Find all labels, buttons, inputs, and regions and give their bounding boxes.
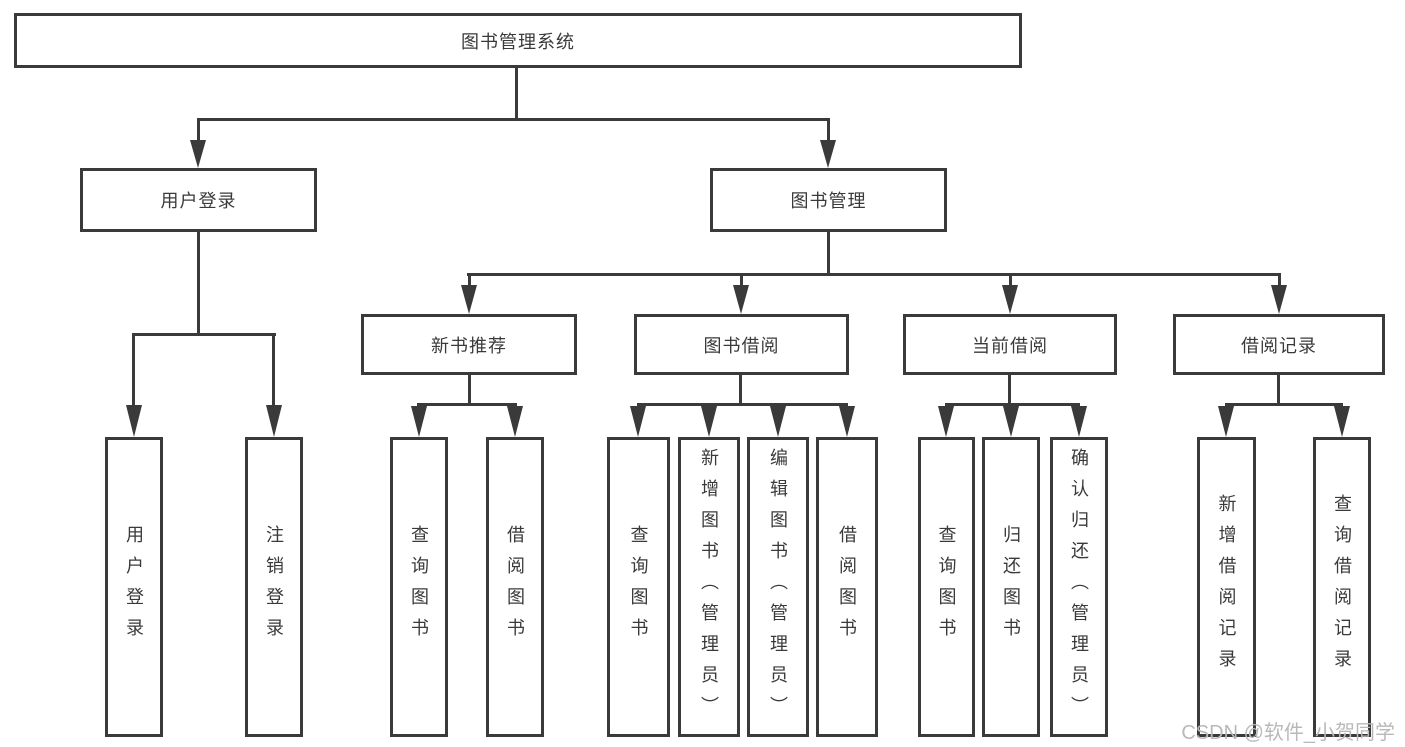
node-label: 编辑图书（管理员）: [768, 447, 788, 727]
arrowhead-down: [190, 140, 206, 168]
watermark: CSDN @软件_小贺同学: [1181, 722, 1395, 744]
node-label: 确认归还（管理员）: [1069, 447, 1089, 727]
leaf-query-books-current: 查询图书: [918, 437, 975, 737]
arrowhead-down: [1002, 285, 1018, 314]
leaf-add-borrow-record: 新增借阅记录: [1197, 437, 1256, 737]
leaf-confirm-return-admin: 确认归还（管理员）: [1050, 437, 1108, 737]
leaf-user-login: 用户登录: [105, 437, 163, 737]
node-label: 查询图书: [936, 525, 957, 649]
node-label: 查询借阅记录: [1332, 494, 1352, 680]
arrowhead-down: [1071, 406, 1087, 437]
connector-line: [1278, 276, 1281, 287]
leaf-logout-login: 注销登录: [245, 437, 303, 737]
connector-line: [468, 375, 471, 406]
node-label: 图书管理: [790, 191, 867, 211]
node-label: 查询图书: [409, 525, 429, 649]
node-borrowing-records: 借阅记录: [1173, 314, 1385, 375]
arrowhead-down: [1003, 406, 1019, 437]
connector-line: [1008, 375, 1011, 406]
leaf-query-books-borrowing: 查询图书: [607, 437, 670, 737]
connector-line: [945, 403, 1080, 406]
arrowhead-down: [461, 285, 477, 314]
arrowhead-down: [701, 406, 717, 437]
node-library-system: 图书管理系统: [14, 13, 1022, 68]
connector-line: [739, 375, 742, 406]
connector-line: [467, 273, 1281, 276]
connector-line: [132, 336, 135, 405]
arrowhead-down: [1271, 285, 1287, 314]
node-label: 图书借阅: [703, 335, 780, 356]
arrowhead-down: [770, 406, 786, 437]
connector-line: [1009, 276, 1012, 287]
arrowhead-down: [938, 406, 954, 437]
connector-line: [740, 276, 743, 287]
node-label: 新增图书（管理员）: [699, 447, 719, 727]
connector-line: [515, 68, 518, 121]
node-label: 新书推荐: [431, 335, 507, 356]
connector-line: [1225, 403, 1343, 406]
leaf-query-books-recommend: 查询图书: [390, 437, 448, 737]
connector-line: [132, 333, 276, 336]
node-label: 新增借阅记录: [1216, 494, 1237, 680]
node-current-borrowing: 当前借阅: [903, 314, 1117, 375]
connector-line: [827, 232, 830, 276]
node-label: 借阅记录: [1241, 335, 1317, 356]
leaf-edit-book-admin: 编辑图书（管理员）: [747, 437, 809, 737]
node-label: 查询图书: [628, 525, 649, 649]
node-label: 当前借阅: [972, 335, 1048, 356]
arrowhead-down: [820, 140, 836, 168]
node-book-borrowing: 图书借阅: [634, 314, 849, 375]
arrowhead-down: [839, 406, 855, 437]
connector-line: [1277, 375, 1280, 406]
leaf-return-books: 归还图书: [982, 437, 1040, 737]
arrowhead-down: [411, 406, 427, 437]
arrowhead-down: [126, 405, 142, 437]
arrowhead-down: [630, 406, 646, 437]
node-new-book-recommend: 新书推荐: [361, 314, 577, 375]
connector-line: [197, 232, 200, 336]
leaf-borrow-books-borrowing: 借阅图书: [816, 437, 878, 737]
connector-line: [197, 121, 200, 142]
connector-line: [197, 118, 830, 121]
leaf-borrow-books-recommend: 借阅图书: [486, 437, 544, 737]
arrowhead-down: [266, 405, 282, 437]
node-label: 注销登录: [264, 525, 284, 649]
connector-line: [272, 336, 275, 405]
connector-line: [417, 403, 517, 406]
node-user-login: 用户登录: [80, 168, 317, 232]
node-label: 图书管理系统: [461, 31, 575, 52]
leaf-add-book-admin: 新增图书（管理员）: [678, 437, 740, 737]
node-label: 用户登录: [124, 525, 144, 649]
node-label: 归还图书: [1001, 525, 1021, 649]
arrowhead-down: [1218, 406, 1234, 437]
node-label: 借阅图书: [505, 525, 525, 649]
connector-line: [827, 121, 830, 142]
node-book-management: 图书管理: [710, 168, 947, 232]
connector-line: [468, 276, 471, 287]
arrowhead-down: [733, 285, 749, 314]
arrowhead-down: [507, 406, 523, 437]
node-label: 用户登录: [160, 191, 237, 211]
arrowhead-down: [1334, 406, 1350, 437]
node-label: 借阅图书: [837, 525, 857, 649]
connector-line: [637, 403, 848, 406]
leaf-query-borrow-record: 查询借阅记录: [1313, 437, 1371, 737]
